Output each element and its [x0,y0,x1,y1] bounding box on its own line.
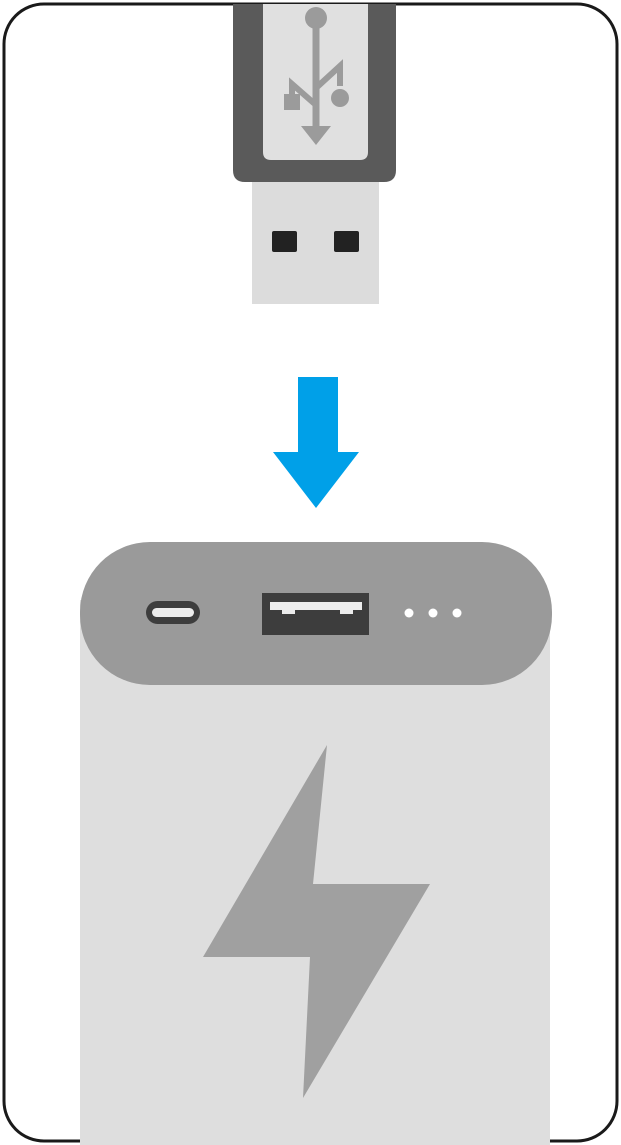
usb-cable-plug-icon [233,4,396,304]
indicator-light-2 [429,609,438,618]
connector-contact-left [272,231,297,252]
connector-contact-right [334,231,359,252]
indicator-light-1 [405,609,414,618]
plug-connector [252,182,379,304]
indicator-light-3 [453,609,462,618]
usb-c-port-icon [146,601,200,624]
power-bank-icon [80,542,552,1145]
usb-a-port-icon [262,593,369,635]
